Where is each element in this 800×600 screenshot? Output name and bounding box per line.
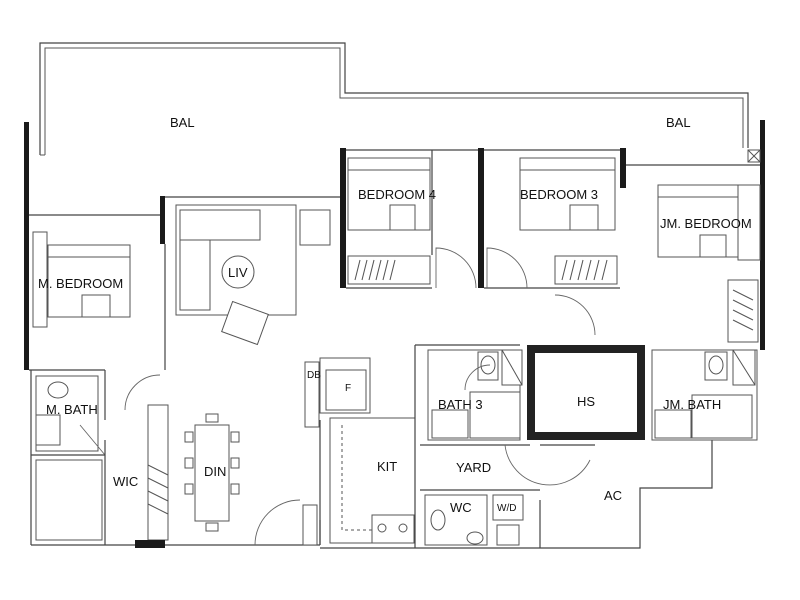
label-wic: WIC <box>113 474 138 489</box>
label-jm-bath: JM. BATH <box>663 397 721 412</box>
label-ac: AC <box>604 488 622 503</box>
label-hs: HS <box>577 394 595 409</box>
bedroom-4 <box>346 150 477 289</box>
label-yard: YARD <box>456 460 491 475</box>
label-jm-bedroom: JM. BEDROOM <box>660 216 752 231</box>
label-kit: KIT <box>377 459 397 474</box>
label-wc: WC <box>450 500 472 515</box>
jm-bath <box>651 349 758 441</box>
master-bedroom <box>29 231 166 420</box>
household-shelter <box>504 345 645 486</box>
label-bedroom-4: BEDROOM 4 <box>358 187 436 202</box>
label-db: DB <box>307 370 321 381</box>
room-labels: BAL BAL BEDROOM 4 BEDROOM 3 JM. BEDROOM … <box>38 115 752 515</box>
label-din: DIN <box>204 464 226 479</box>
wic-dining <box>104 374 301 548</box>
balcony <box>39 42 749 156</box>
master-bath <box>31 375 106 541</box>
bath-3 <box>420 349 530 446</box>
kitchen <box>302 344 520 548</box>
label-liv: LIV <box>228 265 248 280</box>
label-bedroom-3: BEDROOM 3 <box>520 187 598 202</box>
label-m-bath: M. BATH <box>46 402 98 417</box>
jm-bedroom <box>657 149 761 343</box>
yard-wc <box>420 444 595 546</box>
living-room <box>175 204 331 346</box>
bedroom-3 <box>484 157 620 336</box>
label-m-bedroom: M. BEDROOM <box>38 276 123 291</box>
label-bal-right: BAL <box>666 115 691 130</box>
exterior-walls <box>24 120 765 549</box>
label-bal-left: BAL <box>170 115 195 130</box>
label-bath-3: BATH 3 <box>438 397 483 412</box>
label-wd: W/D <box>497 503 516 514</box>
label-fridge: F <box>345 383 351 394</box>
